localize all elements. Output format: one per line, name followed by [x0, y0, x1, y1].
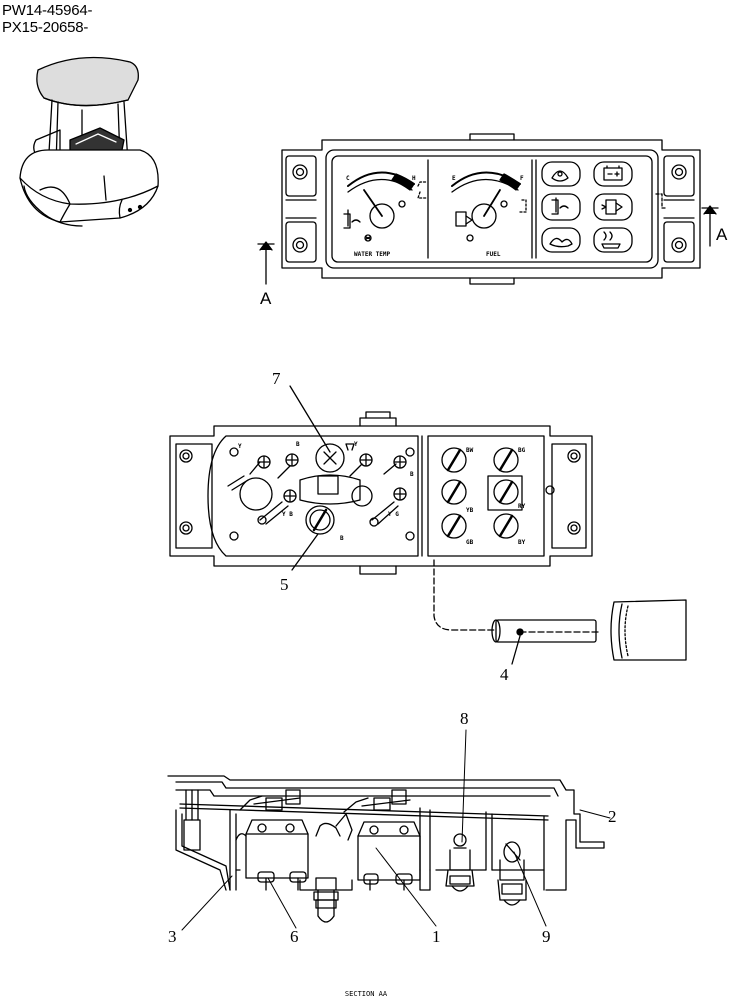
wire-code-label: YB [466, 507, 474, 514]
callout-4: 4 [500, 665, 509, 684]
section-label-left: A [260, 289, 272, 308]
callout-5: 5 [280, 575, 289, 594]
meter-panel-rear-view: Y B Y B Y B Y G B BW BG YB RY GB BY [169, 411, 687, 661]
water-temp-label: WATER TEMP [354, 251, 391, 258]
preheat-icon [601, 231, 621, 249]
callout-3: 3 [168, 927, 177, 946]
water-temp-gauge: C H WATER TEMP [343, 171, 427, 258]
callout-7: 7 [272, 369, 281, 388]
wire-code-label: B [340, 535, 344, 542]
serial-range-2: PX15-20658- [2, 19, 89, 36]
section-arrow-right [701, 205, 719, 247]
callout-1: 1 [432, 927, 441, 946]
section-arrow-left [257, 241, 275, 285]
water-gauge-cold-mark: C [346, 175, 350, 182]
wire-code-label: Y [354, 441, 358, 448]
wire-code-label: B [296, 441, 300, 448]
engine-oil-icon [551, 170, 569, 182]
water-temp-icon [343, 209, 361, 229]
wire-code-label: BY [518, 539, 526, 546]
wire-code-label: Y [238, 443, 242, 450]
callout-8: 8 [460, 709, 469, 728]
fuel-warning-icon [601, 199, 623, 215]
callout-2: 2 [608, 807, 617, 826]
section-caption: SECTION AA [344, 990, 388, 998]
wire-code-label: Y B [282, 511, 293, 518]
excavator-cab-icon [19, 56, 159, 227]
wire-code-label: BW [466, 447, 474, 454]
callout-6: 6 [290, 927, 299, 946]
section-label-right: A [716, 225, 728, 244]
wire-code-label: GB [466, 539, 474, 546]
fuel-gauge-full-mark: F [520, 175, 524, 182]
fuel-gauge: E F FUEL [451, 171, 527, 258]
wire-code-label: Y G [388, 511, 399, 518]
wire-code-label: BG [518, 447, 526, 454]
fuel-label: FUEL [486, 251, 501, 258]
air-filter-icon [549, 237, 573, 248]
fuel-gauge-empty-mark: E [452, 175, 456, 182]
meter-panel-front-view: C H WATER TEMP E F FUEL [257, 133, 728, 308]
lamp-sockets [441, 447, 555, 539]
battery-icon [603, 165, 623, 181]
water-temp-warning-icon [551, 197, 569, 215]
callout-9: 9 [542, 927, 551, 946]
serial-range-1: PW14-45964- [2, 2, 93, 19]
wire-code-label: RY [518, 503, 526, 510]
fuel-icon [455, 211, 473, 227]
warning-lamps [541, 161, 633, 253]
water-gauge-hot-mark: H [412, 175, 416, 182]
section-aa-view [167, 775, 605, 923]
wire-code-label: B [410, 471, 414, 478]
